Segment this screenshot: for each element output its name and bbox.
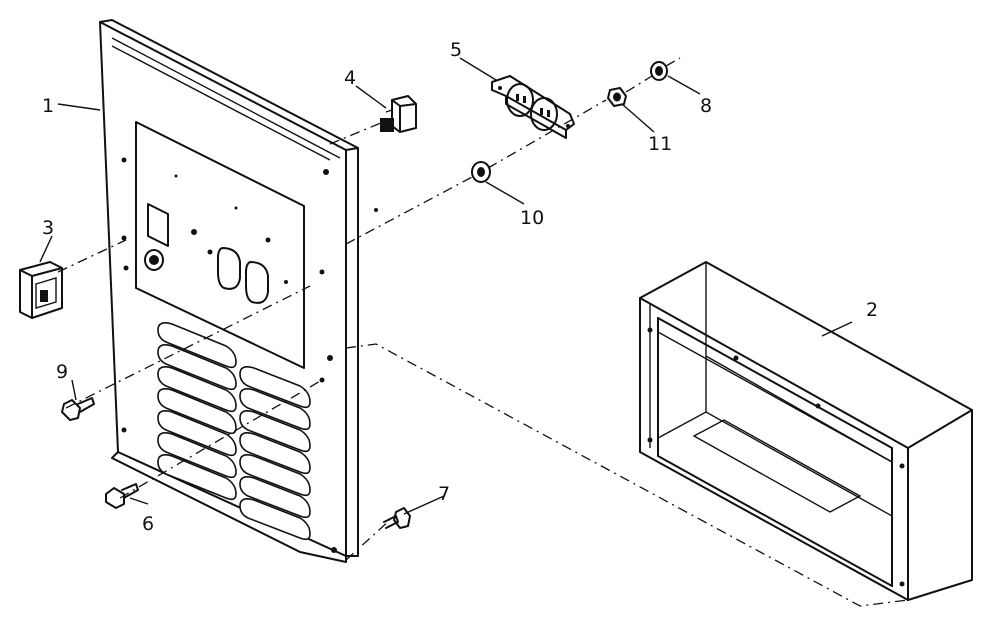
callout-8: 8 <box>700 95 712 117</box>
leader-lines <box>39 57 853 515</box>
nut-part-8 <box>650 61 668 81</box>
nut-part-10 <box>471 161 491 183</box>
housing-box-part-2 <box>639 261 973 601</box>
callout-2: 2 <box>866 299 878 321</box>
louvers-left <box>157 322 237 501</box>
assembly-lines <box>57 57 909 607</box>
louvers-right <box>239 366 311 541</box>
callout-10: 10 <box>520 207 544 229</box>
nut-part-11 <box>607 87 627 107</box>
receptacle-part-5 <box>491 75 575 139</box>
circuit-breaker-part-4 <box>380 95 417 133</box>
callout-3: 3 <box>42 217 54 239</box>
screw-part-9 <box>61 397 95 421</box>
panel-part-1 <box>99 19 378 563</box>
screw-part-6 <box>105 483 139 509</box>
rocker-switch-part-3 <box>19 261 63 319</box>
callout-1: 1 <box>42 95 54 117</box>
screw-part-7 <box>383 507 411 529</box>
callout-4: 4 <box>344 67 356 89</box>
callout-9: 9 <box>56 361 68 383</box>
callout-11: 11 <box>648 133 672 155</box>
callout-6: 6 <box>142 513 154 535</box>
callout-7: 7 <box>438 483 450 505</box>
callout-5: 5 <box>450 39 462 61</box>
